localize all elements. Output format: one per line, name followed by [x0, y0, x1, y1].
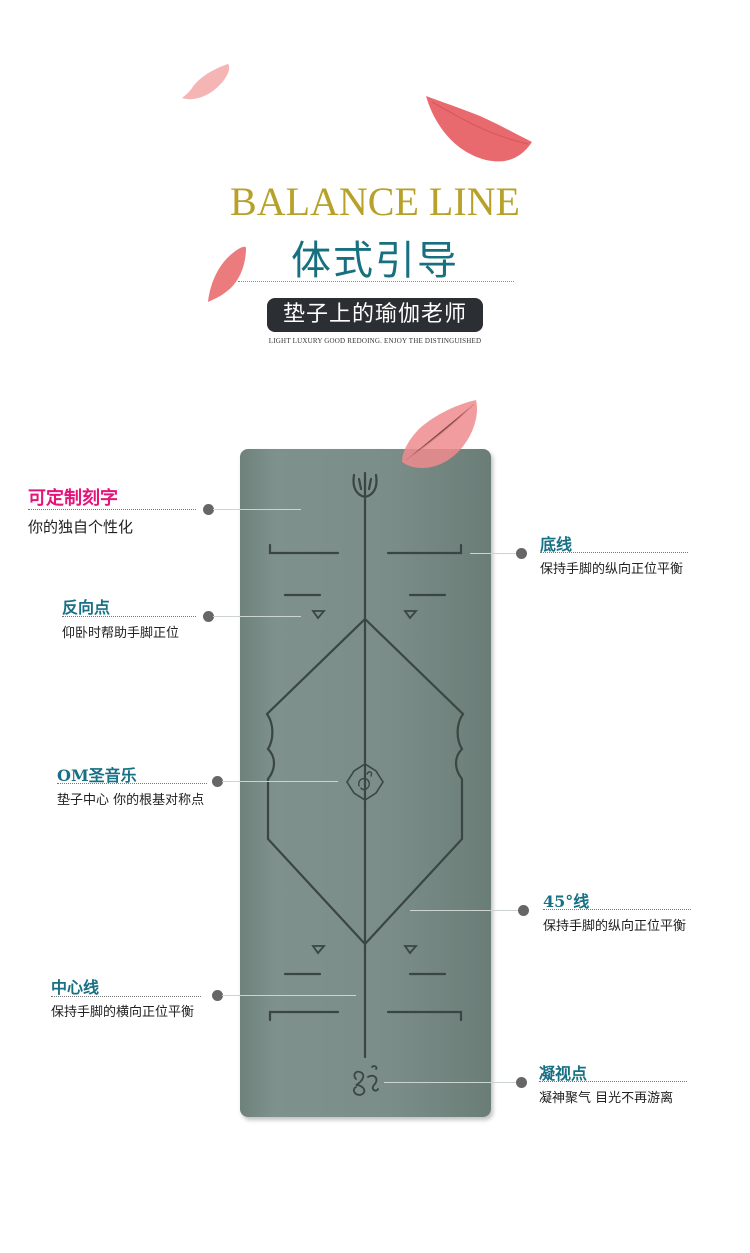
- callout-45-line-title: 45°线: [543, 892, 590, 911]
- callout-om-desc: 垫子中心 你的根基对称点: [57, 793, 205, 808]
- petal-on-mat-icon: [402, 400, 478, 468]
- yoga-mat-image: [240, 449, 491, 1117]
- petal-mid-left-icon: [208, 246, 246, 302]
- callout-reverse-point-rule: [62, 616, 196, 617]
- callout-engrave-desc: 你的独自个性化: [28, 518, 134, 536]
- callout-gaze-point-rule: [539, 1081, 687, 1082]
- callout-reverse-point-title: 反向点: [62, 598, 111, 617]
- callout-gaze-point-title: 凝视点: [539, 1064, 588, 1083]
- callout-engrave-title: 可定制刻字: [28, 488, 118, 509]
- callout-reverse-point-leader: [213, 616, 301, 617]
- title-chinese: 体式引导: [291, 238, 459, 284]
- callout-bottom-line-rule: [540, 552, 688, 553]
- callout-reverse-point-dot: [203, 611, 214, 622]
- callout-engrave-dot: [203, 504, 214, 515]
- callout-om-leader: [222, 781, 338, 782]
- callout-bottom-line-dot: [516, 548, 527, 559]
- callout-center-line-dot: [212, 990, 223, 1001]
- callout-gaze-point-dot: [516, 1077, 527, 1088]
- callout-om-title: OM圣音乐: [57, 766, 137, 785]
- callout-gaze-point-desc: 凝神聚气 目光不再游离: [539, 1091, 674, 1106]
- callout-center-line-leader: [222, 995, 356, 996]
- callout-center-line-rule: [51, 996, 201, 997]
- title-divider: [238, 281, 514, 282]
- callout-center-line-desc: 保持手脚的横向正位平衡: [51, 1005, 195, 1020]
- callout-om-dot: [212, 776, 223, 787]
- callout-45-line-dot: [518, 905, 529, 916]
- tagline: LIGHT LUXURY GOOD REDOING. ENJOY THE DIS…: [268, 337, 482, 345]
- callout-bottom-line-title: 底线: [540, 535, 573, 554]
- callout-45-line-rule: [543, 909, 691, 910]
- callout-45-line-leader: [410, 910, 518, 911]
- callout-gaze-point-leader: [384, 1082, 516, 1083]
- callout-45-line-desc: 保持手脚的纵向正位平衡: [543, 919, 687, 934]
- petal-top-right-icon: [426, 96, 532, 162]
- callout-bottom-line-desc: 保持手脚的纵向正位平衡: [540, 562, 684, 577]
- callout-reverse-point-desc: 仰卧时帮助手脚正位: [62, 626, 180, 641]
- callout-engrave-leader: [213, 509, 301, 510]
- title-english: BALANCE LINE: [230, 179, 520, 224]
- callout-bottom-line-leader: [470, 553, 516, 554]
- callout-engrave-rule: [28, 509, 196, 510]
- subtitle-badge: 垫子上的瑜伽老师: [267, 298, 483, 332]
- petal-top-left-icon: [182, 64, 230, 100]
- callout-center-line-title: 中心线: [51, 978, 100, 997]
- callout-om-rule: [57, 783, 207, 784]
